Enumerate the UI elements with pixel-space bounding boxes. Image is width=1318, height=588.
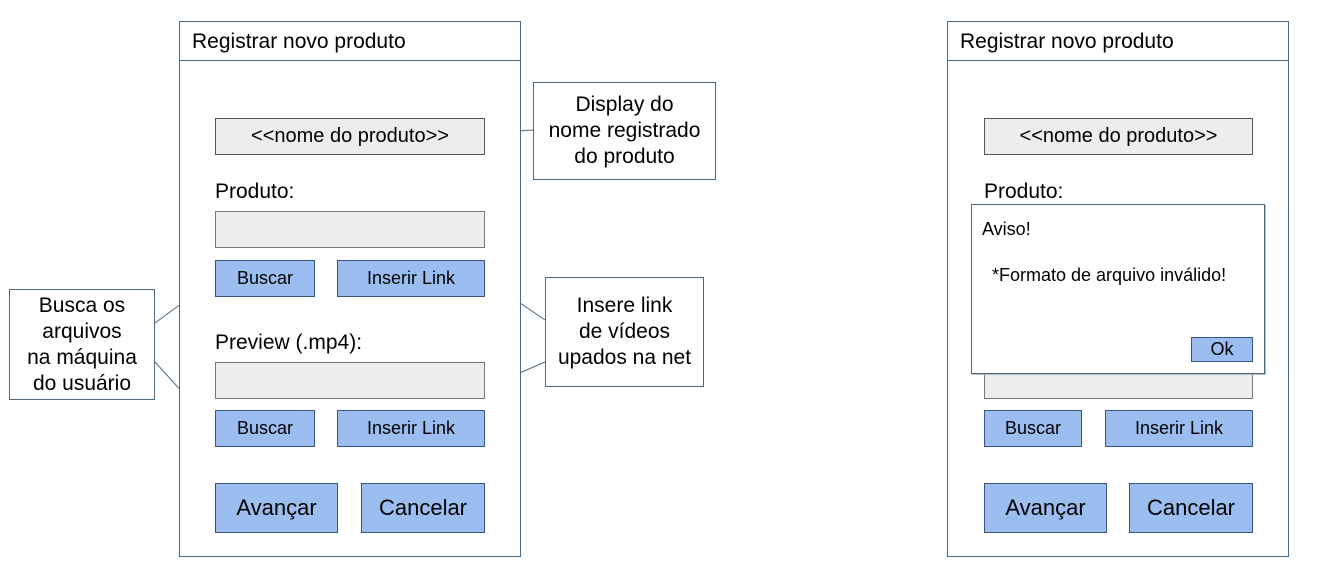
left-search-button-1[interactable]: Buscar [215,260,315,297]
right-product-name-display: <<nome do produto>> [984,118,1253,155]
right-product-label: Produto: [984,180,1064,203]
left-preview-label: Preview (.mp4): [215,331,363,354]
link-note: Insere link de vídeos upados na net [545,277,704,387]
left-preview-field[interactable] [215,362,485,399]
right-insert-link-button[interactable]: Inserir Link [1105,410,1253,447]
dialog-ok-button[interactable]: Ok [1191,337,1253,362]
right-cancel-button[interactable]: Cancelar [1129,483,1253,533]
left-search-button-2[interactable]: Buscar [215,410,315,447]
left-insert-link-button-2[interactable]: Inserir Link [337,410,485,447]
left-product-label: Produto: [215,180,295,203]
search-note: Busca os arquivos na máquina do usuário [9,289,155,400]
left-product-field[interactable] [215,211,485,248]
right-next-button[interactable]: Avançar [984,483,1107,533]
dialog-message: *Formato de arquivo inválido! [992,265,1227,285]
dialog-title: Aviso! [982,219,1031,239]
name-display-note: Display do nome registrado do produto [533,82,716,180]
warning-dialog: Aviso! *Formato de arquivo inválido! Ok [971,204,1265,374]
left-next-button[interactable]: Avançar [215,483,338,533]
right-search-button[interactable]: Buscar [984,410,1082,447]
left-cancel-button[interactable]: Cancelar [361,483,485,533]
right-screen-title: Registrar novo produto [948,22,1288,61]
left-insert-link-button-1[interactable]: Inserir Link [337,260,485,297]
left-product-name-display: <<nome do produto>> [215,118,485,155]
left-screen-title: Registrar novo produto [180,22,520,61]
